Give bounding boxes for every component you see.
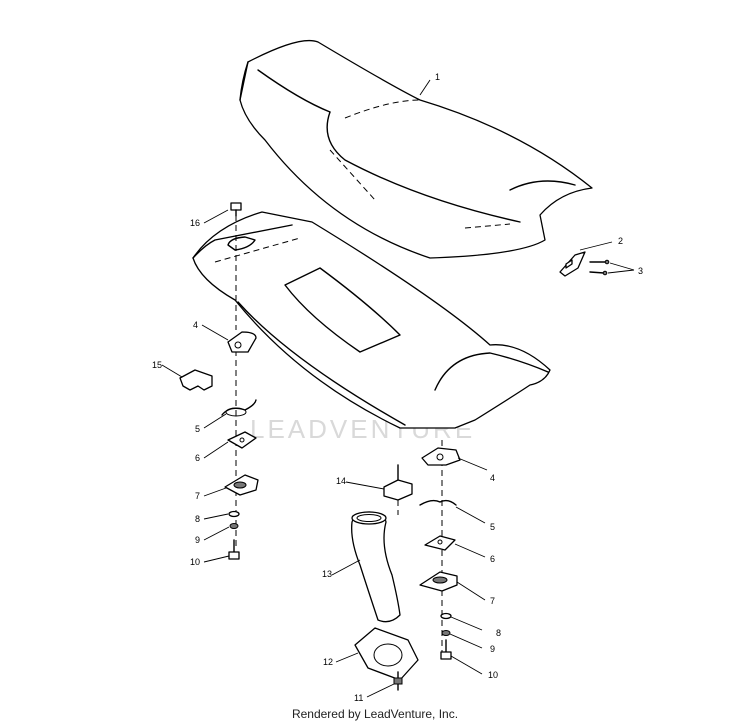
label-6-left: 6 [195, 453, 200, 463]
label-4-right: 4 [490, 473, 495, 483]
part-labels: 1 2 3 16 4 15 5 6 7 8 9 10 4 5 6 7 8 9 1… [152, 72, 643, 703]
part-6-left-plate [227, 431, 257, 449]
label-16: 16 [190, 218, 200, 228]
label-11: 11 [354, 693, 363, 703]
part-9-left-washer [229, 523, 239, 529]
part-8-right-washer [440, 612, 452, 620]
part-11-fitting [393, 671, 403, 691]
part-7-left-mount [224, 474, 259, 496]
part-15-clip [179, 369, 213, 391]
part-4-right-mount [421, 447, 461, 466]
label-14: 14 [336, 476, 346, 486]
label-12: 12 [323, 657, 333, 667]
label-9-left: 9 [195, 535, 200, 545]
part-bracket [559, 251, 586, 277]
label-9-right: 9 [490, 644, 495, 654]
label-5-left: 5 [195, 424, 200, 434]
part-12-plate [354, 627, 419, 681]
label-1: 1 [435, 72, 440, 82]
part-14-connector [383, 464, 413, 501]
part-10-right-bolt [440, 639, 452, 660]
label-15: 15 [152, 360, 162, 370]
part-5-right-clip [419, 499, 457, 506]
footer-credit: Rendered by LeadVenture, Inc. [291, 707, 459, 721]
part-4-left-mount [227, 331, 257, 353]
label-8-right: 8 [496, 628, 501, 638]
part-10-left-bolt [228, 539, 240, 560]
label-4-left: 4 [193, 320, 198, 330]
label-6-right: 6 [490, 554, 495, 564]
label-2: 2 [618, 236, 623, 246]
part-6-right-plate [424, 535, 456, 551]
leader-lines [161, 79, 635, 698]
label-10-left: 10 [190, 557, 200, 567]
label-3: 3 [638, 266, 643, 276]
part-5-left-clip [221, 399, 257, 417]
part-16-screw [230, 202, 242, 217]
label-7-right: 7 [490, 596, 495, 606]
part-seat-cover [239, 39, 593, 259]
part-13-hose [351, 511, 401, 623]
part-9-right-washer [441, 630, 451, 636]
label-8-left: 8 [195, 514, 200, 524]
part-8-left-washer [228, 510, 240, 518]
label-7-left: 7 [195, 491, 200, 501]
part-7-right-mount [419, 571, 458, 592]
label-13: 13 [322, 569, 332, 579]
label-5-right: 5 [490, 522, 495, 532]
part-seat-base [192, 211, 551, 429]
label-10-right: 10 [488, 670, 498, 680]
part-screws [589, 259, 610, 276]
